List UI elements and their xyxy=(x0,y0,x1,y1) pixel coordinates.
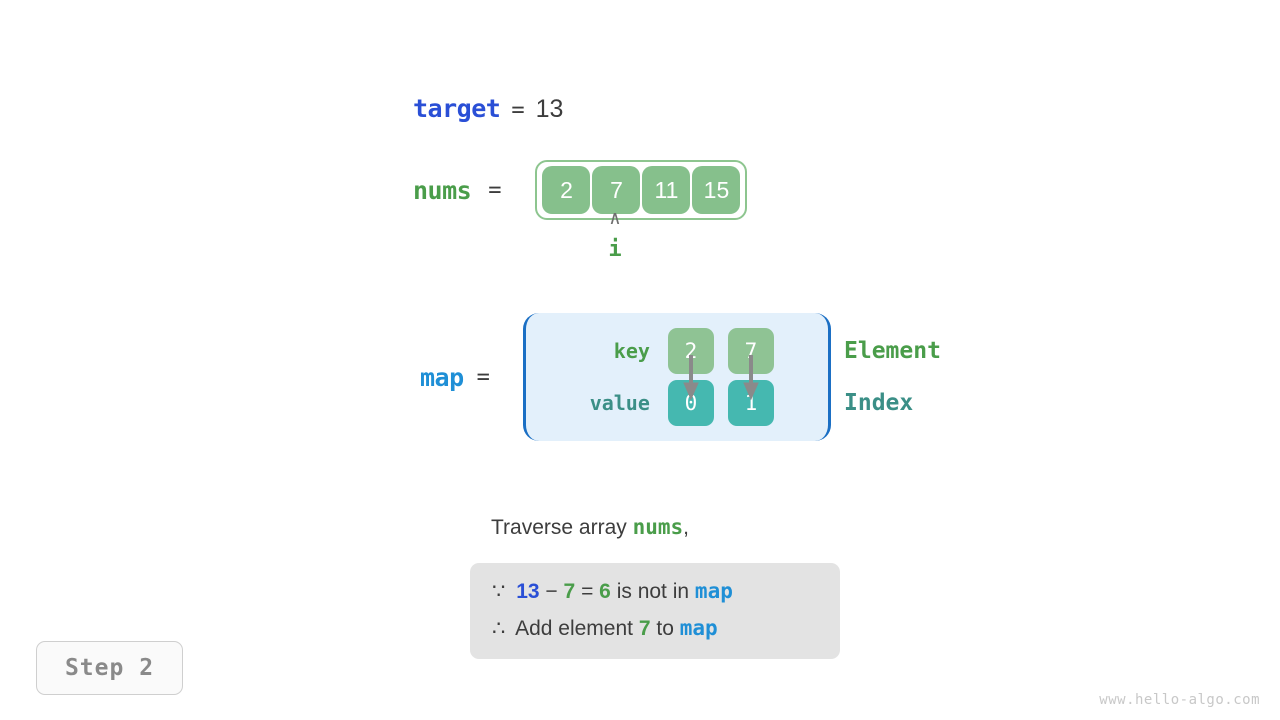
map-key-cell: 2 xyxy=(667,328,714,374)
map-value-cell: 0 xyxy=(667,380,714,426)
nums-declaration: nums = 2 7 11 15 xyxy=(413,160,748,220)
nums-equals-sign: = xyxy=(488,177,502,203)
map-value-row: value 0 1 xyxy=(564,377,774,429)
map-legend: Element Index xyxy=(844,313,941,441)
explanation-line2-text-1: Add element xyxy=(515,617,633,640)
array-cell: 2 xyxy=(542,166,591,214)
array-cell: 11 xyxy=(642,166,691,214)
nums-array-frame: 2 7 11 15 xyxy=(535,160,748,220)
explanation-line1-text: is not in xyxy=(616,580,690,603)
explanation-line1-map: map xyxy=(694,579,733,603)
step-badge: Step 2 xyxy=(36,641,183,695)
map-value-cell: 1 xyxy=(727,380,774,426)
index-pointer-label: i xyxy=(608,237,622,262)
caption-prefix: Traverse array xyxy=(491,516,633,539)
explanation-line-2: ∴ Add element 7 to map xyxy=(492,610,818,647)
explanation-target-value: 13 xyxy=(516,580,540,603)
nums-variable-name: nums xyxy=(413,175,472,205)
map-key-cells: 2 7 xyxy=(667,328,774,374)
array-cell: 7 xyxy=(592,166,641,214)
explanation-line2-map: map xyxy=(679,616,718,640)
map-variable-name: map xyxy=(420,362,464,392)
map-container: key 2 7 value 0 1 xyxy=(522,313,831,441)
target-variable-name: target xyxy=(413,94,501,123)
map-equals-sign: = xyxy=(476,364,490,390)
legend-element-label: Element xyxy=(844,338,941,364)
map-key-row: key 2 7 xyxy=(564,325,774,377)
target-declaration: target = 13 xyxy=(413,94,563,124)
explanation-box: ∵ 13 − 7 = 6 is not in map ∴ Add element… xyxy=(470,563,840,659)
explanation-line-1: ∵ 13 − 7 = 6 is not in map xyxy=(492,573,818,610)
explanation-added-element: 7 xyxy=(638,617,651,640)
caption-text: Traverse array nums, xyxy=(491,515,689,540)
target-equals-sign: = xyxy=(511,98,525,123)
caption-suffix: , xyxy=(683,516,690,539)
map-declaration: map = key 2 7 value 0 1 xyxy=(420,313,831,441)
explanation-minus-operator: − xyxy=(545,580,558,603)
therefore-symbol: ∴ xyxy=(492,617,506,640)
map-value-label: value xyxy=(589,391,650,415)
watermark: www.hello-algo.com xyxy=(1099,692,1260,708)
legend-index-label: Index xyxy=(844,390,914,416)
caret-up-icon: ∧ xyxy=(609,207,621,229)
target-value: 13 xyxy=(535,95,564,123)
explanation-current-element: 7 xyxy=(563,580,576,603)
caption-variable: nums xyxy=(632,515,684,539)
map-key-label: key xyxy=(613,339,650,363)
index-pointer: ∧ i xyxy=(591,208,639,264)
map-key-cell: 7 xyxy=(727,328,774,374)
array-cell: 15 xyxy=(692,166,741,214)
because-symbol: ∵ xyxy=(492,580,506,603)
explanation-line2-text-2: to xyxy=(656,617,674,640)
map-value-cells: 0 1 xyxy=(667,380,774,426)
explanation-equals-operator: = xyxy=(581,580,594,603)
explanation-complement-value: 6 xyxy=(599,580,611,603)
map-grid: key 2 7 value 0 1 xyxy=(564,325,774,429)
